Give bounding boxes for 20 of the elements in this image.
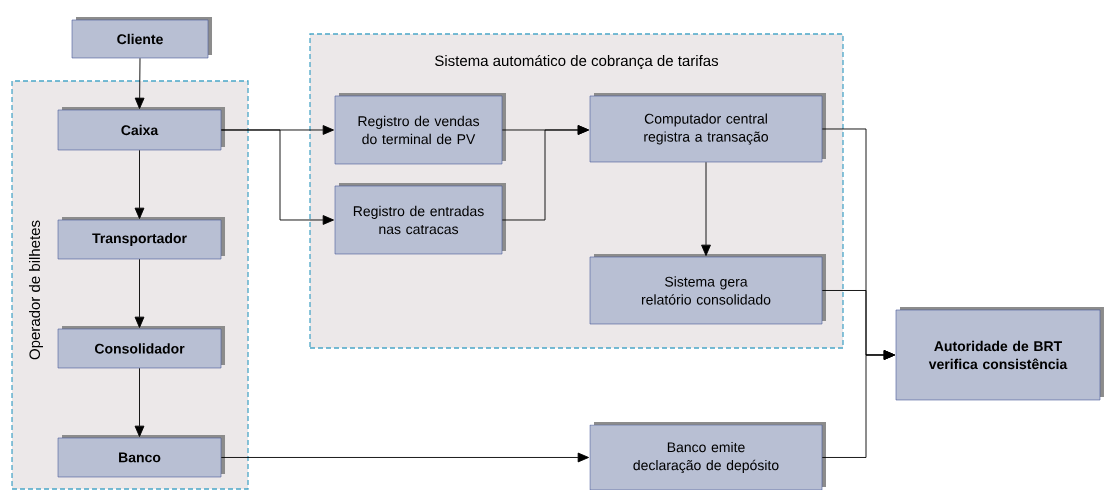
arrow xyxy=(134,149,145,219)
arrow xyxy=(701,161,711,256)
arrow xyxy=(134,258,145,328)
process-box: Autoridade de BRT verifica consistência xyxy=(895,307,1104,401)
arrow xyxy=(821,350,895,458)
process-box: Consolidador xyxy=(57,326,225,369)
arrow xyxy=(501,125,589,221)
arrow xyxy=(134,367,145,437)
process-box: Caixa xyxy=(57,107,225,151)
process-box: Banco xyxy=(57,435,225,478)
arrow xyxy=(134,57,145,109)
process-box: Computador central registra a transação xyxy=(589,93,826,163)
process-box: Banco emite declaração de depósito xyxy=(589,422,826,490)
arrow xyxy=(220,129,334,225)
process-box: Transportador xyxy=(57,217,225,260)
arrow xyxy=(220,452,589,463)
process-box: Registro de vendas do terminal de PV xyxy=(334,93,506,165)
process-box: Cliente xyxy=(71,17,212,59)
process-box: Sistema gera relatório consolidado xyxy=(589,254,826,325)
process-box: Registro de entradas nas catracas xyxy=(334,183,506,255)
